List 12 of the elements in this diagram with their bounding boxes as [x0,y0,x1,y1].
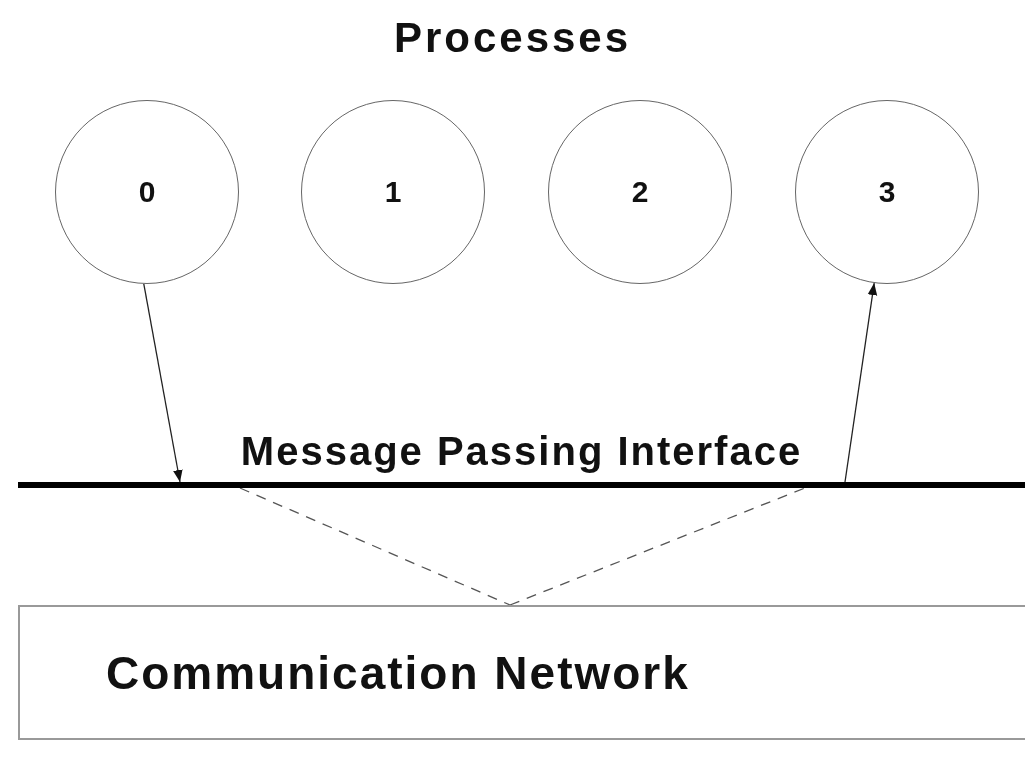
diagram-title: Processes [392,14,633,62]
interface-label: Message Passing Interface [240,429,803,474]
process-number: 1 [384,175,402,209]
arrow [143,283,183,483]
process-number: 3 [878,175,896,209]
dashed-line [239,487,511,606]
network-label: Communication Network [106,645,690,700]
network-box [18,605,1025,740]
process-number: 2 [631,175,649,209]
process-number: 0 [138,175,156,209]
arrow [844,282,878,483]
dashed-line [509,487,806,606]
